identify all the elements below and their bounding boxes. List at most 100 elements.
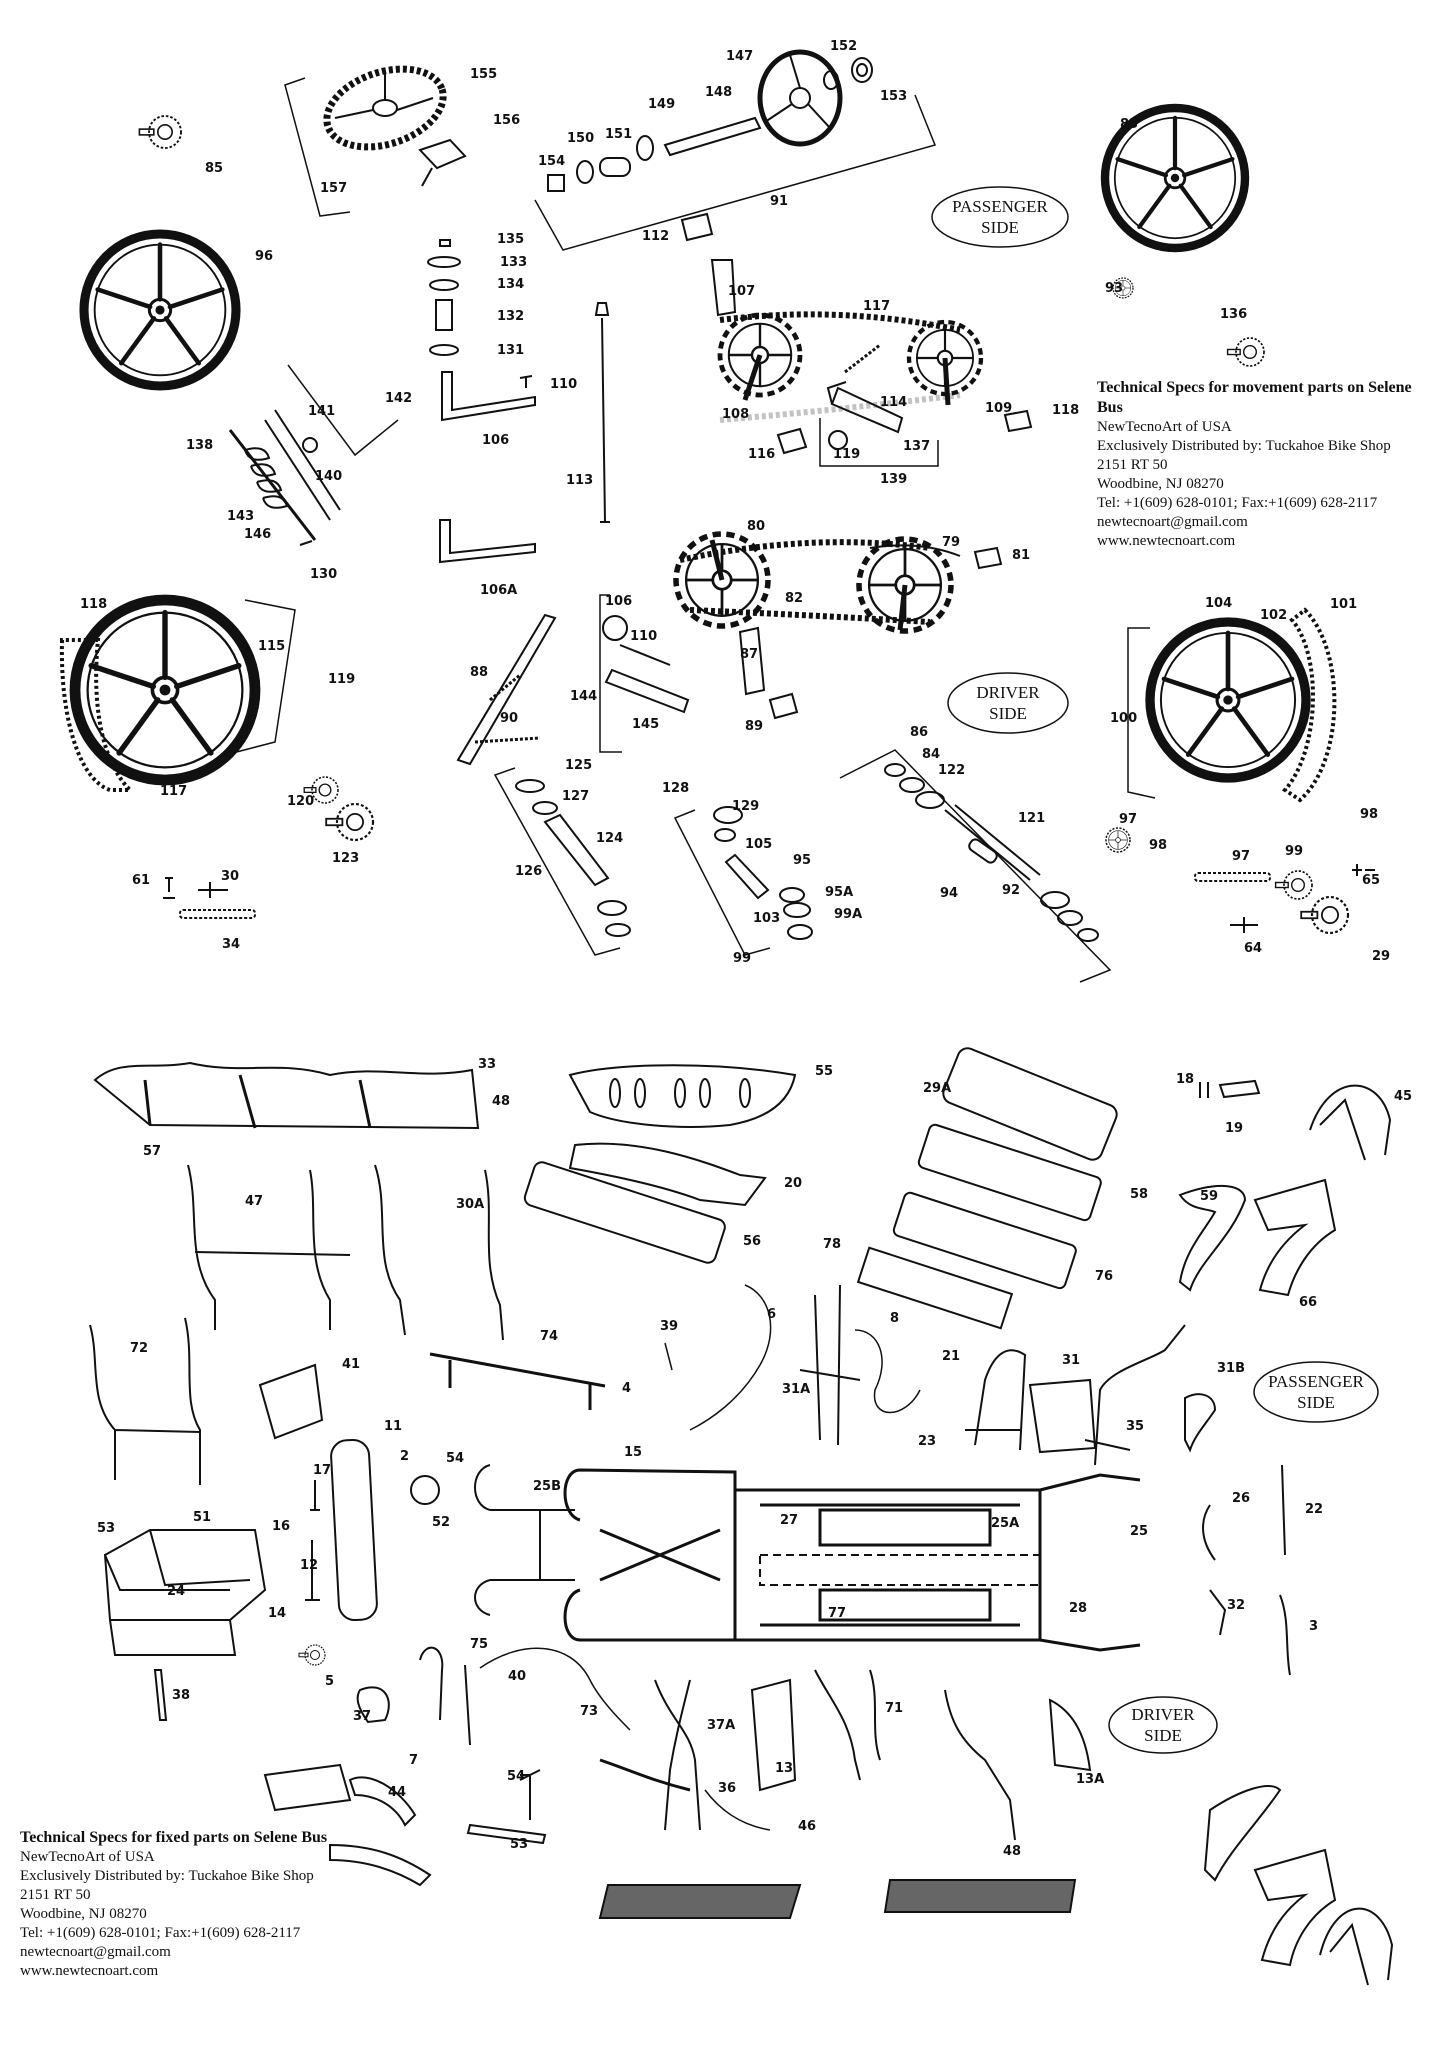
fixed-specs-address1: 2151 RT 50	[20, 1887, 91, 1903]
part-label-155: 155	[470, 67, 497, 82]
part-54-mat	[598, 1884, 802, 1919]
part-label-98: 98	[1149, 838, 1167, 853]
part-label-147: 147	[726, 49, 753, 64]
part-98-drawing	[163, 877, 175, 899]
part-76-cable	[689, 1284, 772, 1431]
part-label-153: 153	[880, 89, 907, 104]
part-label-101: 101	[1330, 597, 1357, 612]
part-label-59: 59	[1200, 1189, 1218, 1204]
part-label-110: 110	[630, 629, 657, 644]
part-label-21: 21	[942, 1349, 960, 1364]
part-21-drawing	[330, 1438, 378, 1622]
part-label-138: 138	[186, 438, 213, 453]
part-114-drawing	[1003, 409, 1033, 433]
part-32-drawing	[356, 1686, 390, 1724]
part-label-66: 66	[1299, 1295, 1317, 1310]
part-label-127: 127	[562, 789, 589, 804]
part-label-85: 85	[205, 161, 223, 176]
part-label-71: 71	[885, 1701, 903, 1716]
part-44-drawing	[1203, 1785, 1282, 1882]
part-label-25: 25	[1130, 1524, 1148, 1539]
part-label-17: 17	[313, 1463, 331, 1478]
part-152-drawing	[823, 70, 839, 90]
part-147-drawing	[757, 49, 843, 147]
part-label-135: 135	[497, 232, 524, 247]
part-36-drawing	[329, 1843, 432, 1887]
part-label-79: 79	[942, 535, 960, 550]
part-label-46: 46	[798, 1819, 816, 1834]
part-53-mat	[883, 1879, 1077, 1913]
part-label-80: 80	[747, 519, 765, 534]
part-5-drawing	[814, 1669, 881, 1781]
part-label-150: 150	[567, 131, 594, 146]
part-label-112: 112	[642, 229, 669, 244]
part-label-12: 12	[300, 1558, 318, 1573]
part-label-77: 77	[828, 1606, 846, 1621]
part-label-48: 48	[1003, 1844, 1021, 1859]
part-label-110: 110	[550, 377, 577, 392]
movement-specs-company: NewTecnoArt of USA	[1097, 419, 1232, 435]
movement-specs-address1: 2151 RT 50	[1097, 457, 1168, 473]
part-label-139: 139	[880, 472, 907, 487]
part-77-cable	[479, 1647, 631, 1731]
part-97-drawing	[198, 882, 228, 898]
part-label-20: 20	[784, 1176, 802, 1191]
part-label-29: 29	[1372, 949, 1390, 964]
part-48-bottom-drawing	[1319, 1907, 1394, 1986]
part-label-106: 106	[482, 433, 509, 448]
part-35-drawing	[563, 1468, 737, 1642]
part-23-drawing	[310, 1480, 320, 1511]
part-38-drawing	[1048, 1698, 1092, 1772]
part-label-97: 97	[1119, 812, 1137, 827]
part-label-118: 118	[1052, 403, 1079, 418]
part-label-117: 117	[160, 784, 187, 799]
part-label-94: 94	[940, 886, 958, 901]
part-label-40: 40	[508, 1669, 526, 1684]
part-label-121: 121	[1018, 811, 1045, 826]
part-71-cable	[704, 1789, 771, 1831]
part-label-154: 154	[538, 154, 565, 169]
movement-specs-distributor: Exclusively Distributed by: Tuckahoe Bik…	[1097, 438, 1391, 454]
part-118-drawing	[828, 430, 848, 450]
part-37A-drawing	[348, 1776, 417, 1827]
part-label-140: 140	[315, 469, 342, 484]
movement-parts-section	[62, 49, 1375, 983]
part-148-drawing	[663, 116, 762, 157]
part-85-drawing	[139, 116, 181, 148]
part-label-30a: 30A	[456, 1197, 484, 1212]
movement-specs-website: www.newtecnoart.com	[1097, 533, 1236, 549]
part-100-drawing	[944, 804, 1041, 881]
part-17-drawing	[1202, 1504, 1216, 1561]
part-label-65: 65	[1362, 873, 1380, 888]
part-106-drawing	[710, 259, 737, 317]
part-99-drawing	[179, 909, 256, 919]
part-label-31b: 31B	[1217, 1361, 1245, 1376]
part-13A-drawing	[466, 1823, 547, 1845]
part-label-6: 6	[767, 1307, 776, 1322]
part-label-122: 122	[938, 763, 965, 778]
part-117-drawing	[844, 343, 881, 374]
part-131-drawing	[441, 371, 536, 422]
driver-side-bottom-line1: DRIVER	[1131, 1705, 1195, 1724]
passenger-side-top-line1: PASSENGER	[952, 197, 1048, 216]
part-label-87: 87	[740, 647, 758, 662]
part-41-drawing	[1028, 1378, 1097, 1454]
part-label-14: 14	[268, 1606, 286, 1621]
movement-specs-title: Technical Specs for movement parts on Se…	[1097, 379, 1412, 416]
part-55-drawing	[374, 1164, 504, 1341]
part-label-108: 108	[722, 407, 749, 422]
part-label-22: 22	[1305, 1502, 1323, 1517]
part-12-drawing	[419, 1646, 471, 1746]
fixed-specs-website: www.newtecnoart.com	[20, 1963, 159, 1979]
part-label-13: 13	[775, 1761, 793, 1776]
parts-133-136-stack	[427, 239, 461, 356]
part-label-95a: 95A	[825, 885, 853, 900]
part-78-cable	[664, 1342, 673, 1371]
part-label-25a: 25A	[991, 1516, 1019, 1531]
part-label-38: 38	[172, 1688, 190, 1703]
part-label-99: 99	[733, 951, 751, 966]
fixed-specs-title: Technical Specs for fixed parts on Selen…	[20, 1829, 328, 1846]
part-label-31: 31	[1062, 1353, 1080, 1368]
part-label-51: 51	[193, 1510, 211, 1525]
